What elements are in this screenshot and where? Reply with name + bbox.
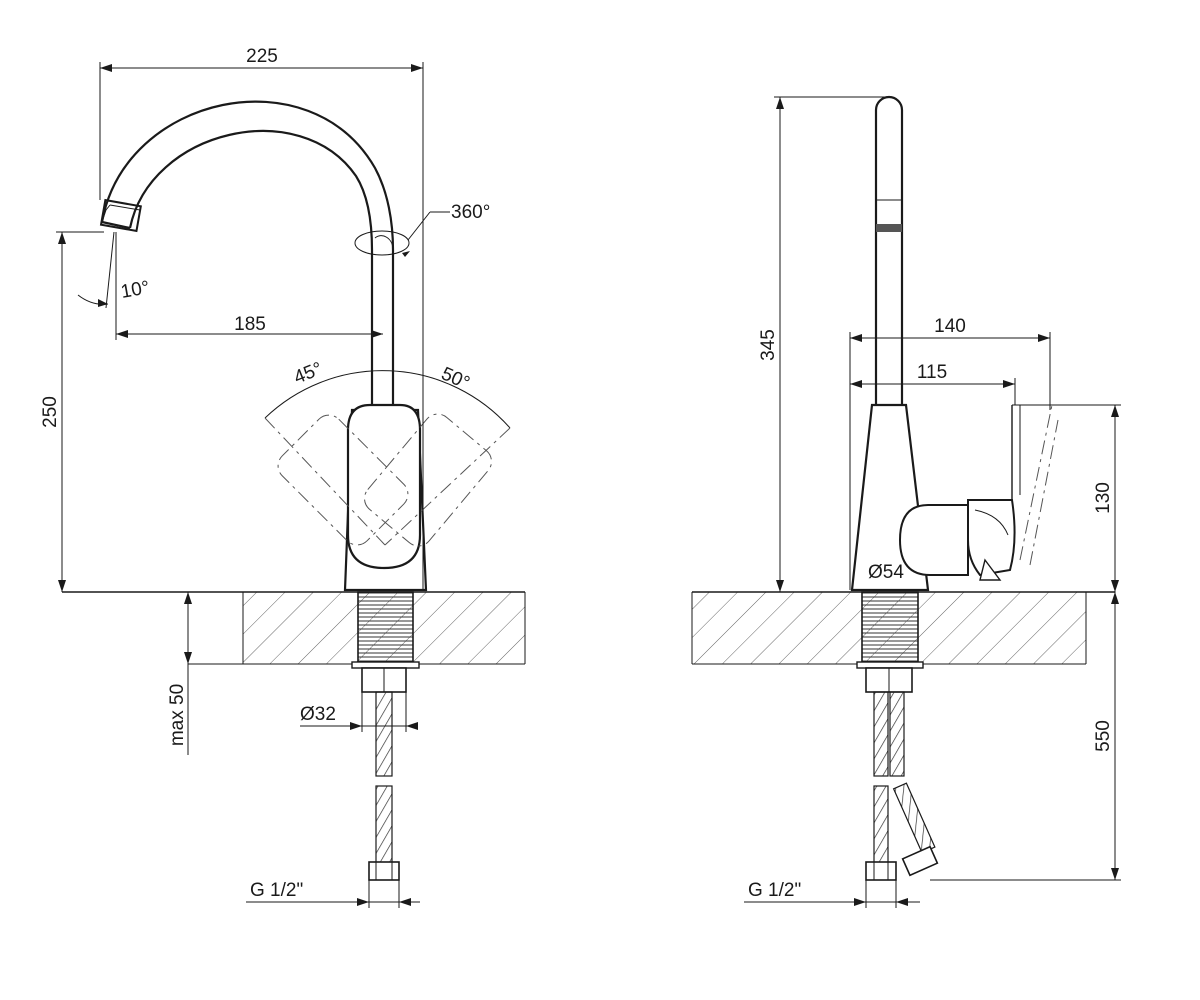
dim-label-thread-side: G 1/2" [748, 880, 801, 901]
dim-label-115: 115 [917, 362, 947, 383]
dim-spout-reach: 185 [115, 232, 383, 340]
side-shank [856, 591, 939, 881]
dim-label-130: 130 [1093, 482, 1114, 514]
side-spout [874, 95, 904, 410]
dim-label-thread-front: G 1/2" [250, 880, 303, 901]
dim-depth-handle: 140 [849, 316, 1051, 590]
dim-thread-front: G 1/2" [246, 880, 420, 908]
front-view: 225 185 250 10° 45° 50° 360° [40, 46, 526, 908]
front-body [264, 370, 511, 592]
dim-label-max50: max 50 [167, 684, 188, 746]
dim-height-total: 345 [758, 96, 889, 592]
dim-label-10: 10° [119, 277, 151, 303]
dim-tilt-angle: 10° [77, 231, 151, 309]
dim-label-50: 50° [438, 363, 473, 394]
side-body [850, 403, 1059, 592]
front-countertop [62, 591, 526, 665]
dim-label-185: 185 [234, 314, 266, 335]
front-rotation-mark [354, 211, 450, 257]
front-shank [351, 591, 420, 881]
dim-label-d54: Ø54 [868, 562, 904, 583]
dim-shank-diameter: Ø32 [300, 692, 418, 732]
dim-hose-length: 550 [930, 592, 1121, 881]
dim-label-250: 250 [40, 396, 61, 428]
dim-label-45: 45° [291, 358, 326, 388]
dim-width-total: 225 [99, 46, 424, 590]
dim-depth-body: 115 [850, 362, 1016, 405]
dim-label-d32: Ø32 [300, 704, 336, 725]
dim-height-front: 250 [40, 231, 104, 592]
dim-label-550: 550 [1093, 720, 1114, 752]
dim-label-225: 225 [246, 46, 278, 67]
dim-thread-side: G 1/2" [744, 880, 920, 908]
front-spout [99, 100, 395, 410]
dim-label-345: 345 [758, 329, 779, 361]
side-view: 345 140 115 130 Ø54 [691, 95, 1121, 908]
dim-max-thickness: max 50 [167, 592, 192, 755]
dim-label-360: 360° [451, 202, 490, 223]
dim-label-140: 140 [934, 316, 966, 337]
dim-handle-height: 130 [1012, 404, 1121, 592]
